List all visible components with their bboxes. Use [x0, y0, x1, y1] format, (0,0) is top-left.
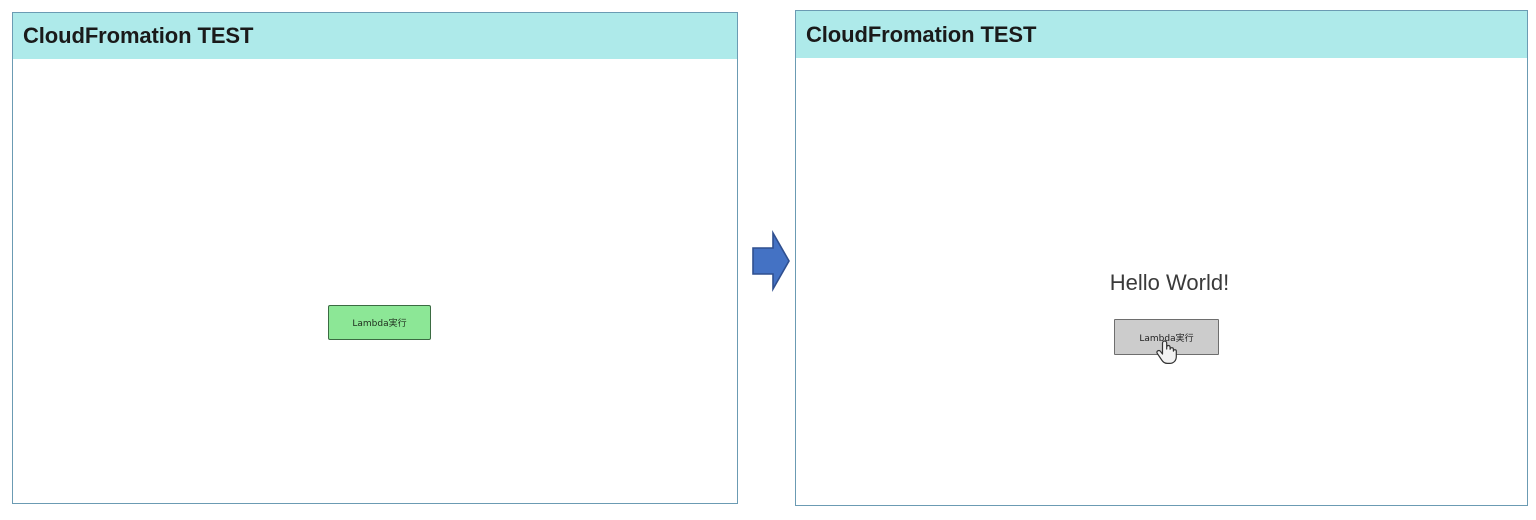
app-window-after: CloudFromation TEST Hello World! Lambda実…: [795, 10, 1528, 506]
page-title: CloudFromation TEST: [806, 21, 1037, 47]
lambda-output-value: Hello World!: [1109, 270, 1230, 295]
panel-header-before: CloudFromation TEST: [13, 13, 737, 59]
arrow-right-icon: [751, 229, 791, 293]
lambda-output-text: Hello World!: [796, 270, 1527, 296]
panel-header-after: CloudFromation TEST: [796, 11, 1527, 58]
lambda-execute-button[interactable]: Lambda実行: [328, 305, 431, 340]
panel-body-before: Lambda実行: [13, 59, 737, 503]
panel-body-after: Hello World! Lambda実行: [796, 58, 1527, 505]
page-title: CloudFromation TEST: [23, 23, 254, 48]
app-window-before: CloudFromation TEST Lambda実行: [12, 12, 738, 504]
lambda-execute-button[interactable]: Lambda実行: [1114, 319, 1219, 355]
